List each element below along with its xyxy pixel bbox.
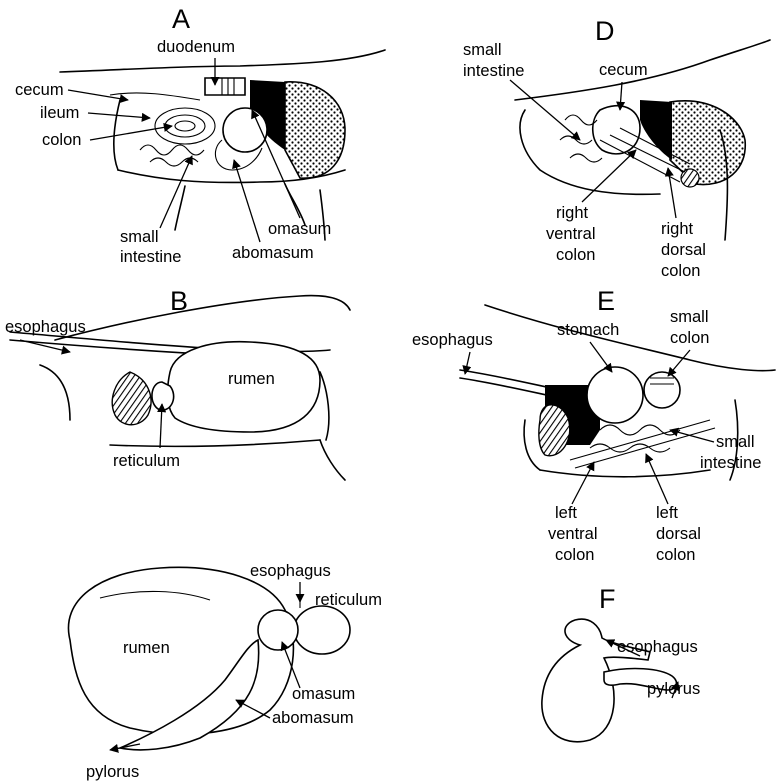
panel-c-rumen-shape bbox=[68, 567, 293, 734]
panel-e-stomach-shape bbox=[587, 367, 643, 423]
panel-a-leg-front bbox=[175, 186, 185, 230]
label-e-colon1: colon bbox=[670, 329, 709, 347]
label-c-rumen: rumen bbox=[123, 639, 170, 657]
label-c-abomasum: abomasum bbox=[272, 709, 354, 727]
arrow-e-left-dorsal-colon bbox=[646, 454, 668, 504]
arrow-a-cecum bbox=[68, 90, 128, 100]
label-e-left1: left bbox=[555, 504, 577, 522]
label-d-cecum: cecum bbox=[599, 61, 648, 79]
panel-c: C esophagus reticulum rumen omasum aboma… bbox=[68, 562, 381, 781]
label-d-dorsal: dorsal bbox=[661, 241, 706, 259]
arrow-e-small-intestine bbox=[670, 430, 714, 442]
arrow-b-esophagus bbox=[20, 340, 70, 352]
panel-b-right-rear bbox=[320, 372, 329, 440]
label-c-omasum: omasum bbox=[292, 685, 355, 703]
panel-c-reticulum-shape bbox=[294, 606, 350, 654]
panel-c-omasum-shape bbox=[258, 610, 298, 650]
label-a-omasum: omasum bbox=[268, 220, 331, 238]
panel-b-leg-right bbox=[320, 440, 345, 480]
panel-a: A duodenum cecum ileum colon small bbox=[15, 4, 385, 266]
label-f-esophagus: esophagus bbox=[617, 638, 698, 656]
label-c-reticulum: reticulum bbox=[315, 591, 382, 609]
arrow-a-abomasum bbox=[234, 160, 260, 242]
panel-a-small-intestine-coils bbox=[140, 145, 204, 166]
label-c-esophagus: esophagus bbox=[250, 562, 331, 580]
label-e-small1: small bbox=[670, 308, 709, 326]
label-d-right2: right bbox=[661, 220, 694, 238]
panel-e-back bbox=[485, 305, 775, 371]
label-d-small: small bbox=[463, 41, 502, 59]
label-d-right1: right bbox=[556, 204, 589, 222]
label-b-rumen: rumen bbox=[228, 370, 275, 388]
panel-b-belly bbox=[110, 440, 320, 446]
panel-f-letter: F bbox=[599, 584, 616, 614]
panel-d-black-region bbox=[640, 100, 672, 160]
label-e-colon2: colon bbox=[555, 546, 594, 564]
arrow-a-ileum bbox=[88, 113, 150, 118]
label-a-ileum: ileum bbox=[40, 104, 79, 122]
label-c-pylorus: pylorus bbox=[86, 763, 139, 781]
label-e-left2: left bbox=[656, 504, 678, 522]
label-e-colon3: colon bbox=[656, 546, 695, 564]
label-e-dorsal: dorsal bbox=[656, 525, 701, 543]
arrow-d-right-dorsal-colon bbox=[668, 168, 676, 218]
label-a-cecum: cecum bbox=[15, 81, 64, 99]
panel-d: D small intestine cecum right ventral co… bbox=[463, 16, 770, 280]
panel-e-hatched-region bbox=[539, 405, 570, 456]
label-e-stomach: stomach bbox=[557, 321, 619, 339]
panel-a-letter: A bbox=[172, 4, 190, 34]
panel-b-hatched-region bbox=[112, 372, 151, 425]
arrow-a-small-intestine bbox=[160, 156, 192, 228]
arrow-e-stomach bbox=[590, 342, 612, 372]
label-a-colon: colon bbox=[42, 131, 81, 149]
label-e-ventral: ventral bbox=[548, 525, 598, 543]
arrow-e-small-colon bbox=[668, 350, 690, 376]
panel-b-reticulum-shape bbox=[152, 382, 174, 410]
panel-e-intestine-coils bbox=[590, 425, 680, 452]
label-d-colon1: colon bbox=[556, 246, 595, 264]
label-d-colon2: colon bbox=[661, 262, 700, 280]
panel-a-rumen-dotted bbox=[285, 82, 345, 178]
panel-f: F esophagus pylorus bbox=[542, 584, 700, 742]
label-a-intestine: intestine bbox=[120, 248, 181, 266]
label-b-esophagus: esophagus bbox=[5, 318, 86, 336]
label-d-intestine: intestine bbox=[463, 62, 524, 80]
arrow-a-colon bbox=[90, 126, 172, 140]
label-e-intestine: intestine bbox=[700, 454, 761, 472]
panel-a-colon-spiral bbox=[155, 108, 215, 144]
panel-a-duodenum-shape bbox=[205, 78, 245, 95]
panel-d-letter: D bbox=[595, 16, 615, 46]
label-a-duodenum: duodenum bbox=[157, 38, 235, 56]
panel-d-dotted-region bbox=[670, 101, 745, 185]
panel-e-letter: E bbox=[597, 286, 615, 316]
panel-b-neck-top bbox=[55, 296, 350, 340]
label-e-esophagus: esophagus bbox=[412, 331, 493, 349]
label-d-ventral: ventral bbox=[546, 225, 596, 243]
label-a-abomasum: abomasum bbox=[232, 244, 314, 262]
panel-e-small-colon-shape bbox=[644, 372, 680, 408]
panel-b-body-left bbox=[40, 365, 70, 420]
panel-e-belly bbox=[540, 470, 710, 477]
label-e-small2: small bbox=[716, 433, 755, 451]
panel-e-front-leg bbox=[524, 420, 540, 470]
label-a-small: small bbox=[120, 228, 159, 246]
panel-e: E esophagus stomach small colon small in… bbox=[412, 286, 775, 564]
panel-b: B esophagus rumen reticulum bbox=[5, 286, 350, 480]
label-b-reticulum: reticulum bbox=[113, 452, 180, 470]
